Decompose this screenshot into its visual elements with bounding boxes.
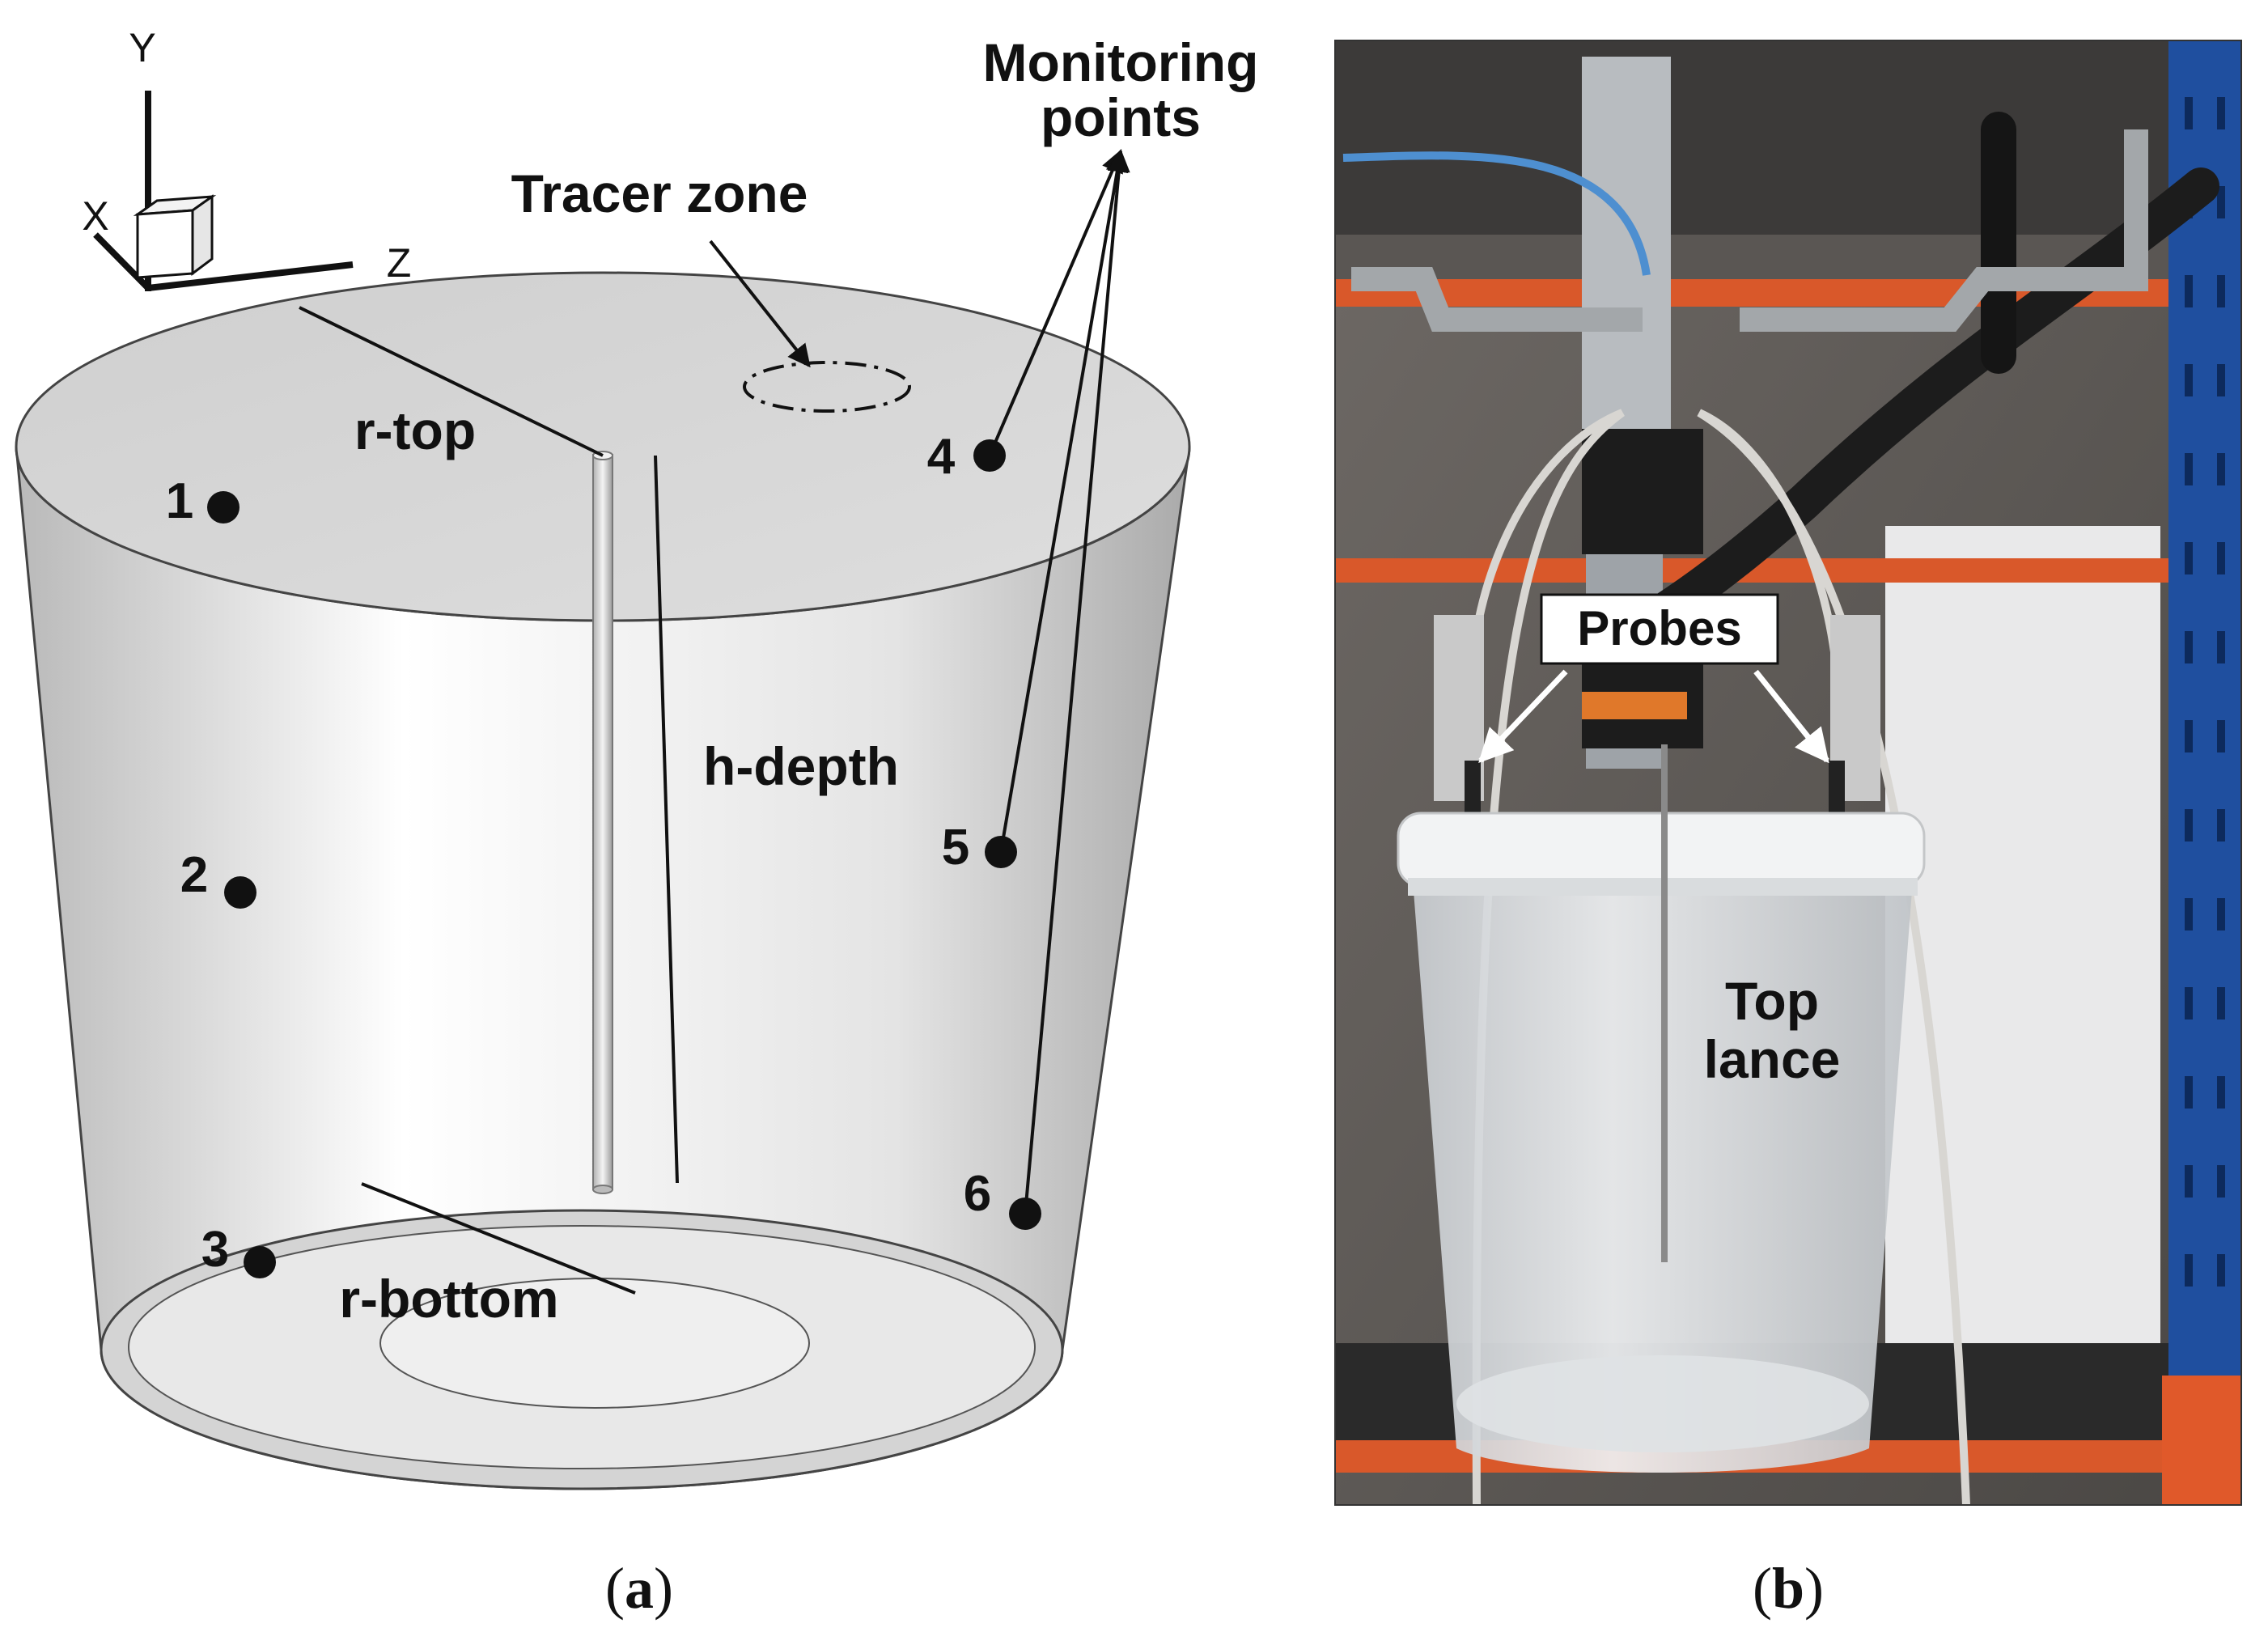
monitoring-point-2-marker [224, 876, 256, 909]
leader-to-point-6 [1024, 149, 1130, 1214]
monitoring-point-4-label: 4 [927, 429, 956, 485]
probe-right [1829, 761, 1845, 813]
coordinate-axes: Y X Z [82, 25, 411, 291]
steel-pipe-left [1351, 267, 1643, 332]
monitoring-point-5-marker [985, 836, 1017, 868]
tracer-zone-arrow [709, 240, 811, 368]
x-axis-label: X [82, 193, 108, 239]
monitoring-point-3-label: 3 [201, 1222, 229, 1278]
blue-rack-upright [2168, 40, 2241, 1376]
leader-to-point-4 [988, 149, 1123, 456]
probes-arrow-right [1753, 669, 1829, 764]
orange-fitting [1582, 692, 1687, 719]
black-motor-block [1582, 429, 1703, 554]
h-depth-label: h-depth [703, 736, 899, 796]
probes-callout-box [1540, 593, 1779, 665]
r-top-label: r-top [354, 401, 476, 460]
r-bottom-line [361, 1182, 636, 1295]
monitoring-point-2-label: 2 [180, 847, 208, 903]
monitoring-points-label-line2: points [1041, 87, 1201, 147]
r-top-line [299, 306, 604, 457]
monitoring-point-1-marker [207, 491, 240, 524]
top-lance-label-line2: lance [1704, 1029, 1841, 1089]
probes-label: Probes [1577, 601, 1741, 655]
monitoring-points-label-line1: Monitoring [983, 32, 1259, 92]
panel-a: Y X Z 1 2 3 4 5 6 Tracer zone Monitoring… [15, 25, 1259, 1621]
blue-air-line [1342, 151, 1651, 276]
probes-arrow-left [1478, 669, 1568, 764]
probe-left [1465, 761, 1481, 813]
lance-tip [592, 1185, 613, 1194]
h-depth-line [654, 455, 679, 1184]
monitoring-point-3-marker [244, 1246, 276, 1278]
panel-b-photo: Probes Top lance (b) [1334, 40, 2242, 1621]
monitoring-point-6-label: 6 [964, 1166, 991, 1222]
bucket-base [1456, 1355, 1869, 1452]
monitoring-point-6-marker [1009, 1198, 1041, 1230]
top-lance-label-line1: Top [1725, 971, 1819, 1031]
monitoring-point-1-label: 1 [166, 473, 193, 529]
panel-b-caption: (b) [1753, 1556, 1824, 1621]
probe-cable-right [1697, 409, 1970, 1505]
z-axis-label: Z [387, 240, 412, 286]
monitoring-point-5-label: 5 [942, 820, 969, 875]
axes-origin-cube [133, 194, 217, 279]
tracer-zone-outline [743, 361, 911, 413]
photo-white-panel [1885, 526, 2160, 1376]
orange-rack-foot [2162, 1376, 2241, 1505]
steel-pipe-right [1740, 129, 2148, 332]
panel-a-caption: (a) [605, 1556, 673, 1621]
tracer-zone-label: Tracer zone [511, 163, 808, 223]
lance [592, 454, 613, 1190]
leader-to-point-5 [999, 149, 1129, 853]
r-bottom-label: r-bottom [339, 1269, 558, 1329]
monitoring-point-4-marker [973, 439, 1006, 472]
y-axis-label: Y [129, 25, 155, 70]
